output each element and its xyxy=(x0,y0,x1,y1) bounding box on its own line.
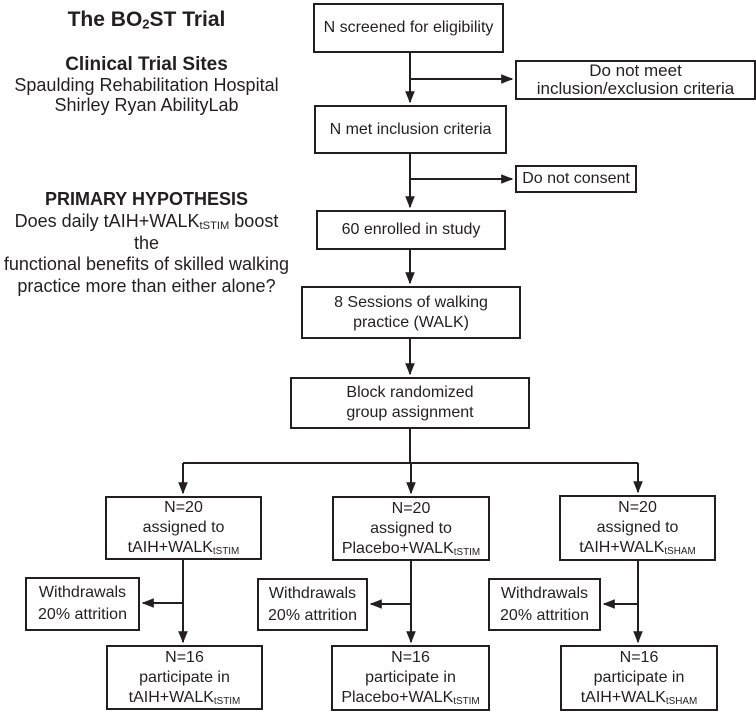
trial-title-text-end: ST Trial xyxy=(149,8,226,31)
flow-box-arm-taih-walk-tstim: N=20 assigned to tAIH+WALKtSTIM xyxy=(105,496,262,560)
outcome-n: N=16 xyxy=(165,648,204,666)
randomized-line1: Block randomized xyxy=(346,384,474,401)
hypothesis-line: Does daily tAIH+WALKtSTIM boost the xyxy=(14,211,279,253)
no-consent-label: Do not consent xyxy=(522,170,630,187)
flow-box-outcome-taih-walk-tsham: N=16 participate in tAIH+WALKtSHAM xyxy=(560,645,718,711)
outcome-n: N=16 xyxy=(391,649,430,666)
outcome-action: participate in xyxy=(593,669,685,686)
flow-box-screened-label: N screened for eligibility xyxy=(323,19,494,36)
arm-action: assigned to xyxy=(370,519,452,537)
sessions-line2: practice (WALK) xyxy=(353,313,469,331)
enrolled-label: 60 enrolled in study xyxy=(341,221,481,238)
withdrawals-line1: Withdrawals xyxy=(38,584,127,601)
arm-label: Placebo+WALKtSTIM xyxy=(341,539,481,558)
outcome-action: participate in xyxy=(365,669,456,686)
flow-box-arm-taih-walk-tsham: N=20 assigned to tAIH+WALKtSHAM xyxy=(559,495,716,561)
not-meet-line1: Do not meet xyxy=(589,61,682,80)
flow-box-not-meet-criteria: Do not meet inclusion/exclusion criteria xyxy=(515,60,756,100)
trial-title: The BO2ST Trial xyxy=(0,8,293,32)
withdrawals-line2: 20% attrition xyxy=(38,606,127,623)
flow-box-outcome-taih-walk-tstim: N=16 participate in tAIH+WALKtSTIM xyxy=(106,645,263,710)
flow-box-withdrawals-1: Withdrawals 20% attrition xyxy=(25,577,140,631)
outcome-n: N=16 xyxy=(619,649,659,666)
flow-box-walk-sessions: 8 Sessions of walking practice (WALK) xyxy=(301,286,521,339)
arm-action: assigned to xyxy=(596,519,679,536)
arm-label: tAIH+WALKtSHAM xyxy=(579,539,696,557)
arm-action: assigned to xyxy=(142,519,225,536)
arm-n: N=20 xyxy=(164,499,203,516)
outcome-label: tAIH+WALKtSHAM xyxy=(580,689,698,707)
withdrawals-line2: 20% attrition xyxy=(500,606,589,624)
sessions-line1: 8 Sessions of walking xyxy=(334,293,488,311)
flow-box-screened: N screened for eligibility xyxy=(313,3,504,53)
site-line: Shirley Ryan AbilityLab xyxy=(54,95,239,115)
flow-box-randomization: Block randomized group assignment xyxy=(290,377,530,429)
flow-box-met-label: N met inclusion criteria xyxy=(329,120,492,138)
clinical-trial-sites: Clinical Trial Sites Spaulding Rehabilit… xyxy=(0,54,293,116)
arm-label: tAIH+WALKtSTIM xyxy=(127,539,240,557)
primary-hypothesis: PRIMARY HYPOTHESIS Does daily tAIH+WALKt… xyxy=(0,188,293,297)
hypothesis-line: functional benefits of skilled walking xyxy=(3,254,290,274)
flow-box-arm-placebo-walk-tstim: N=20 assigned to Placebo+WALKtSTIM xyxy=(332,496,490,561)
withdrawals-line2: 20% attrition xyxy=(268,606,357,624)
flow-box-enrolled: 60 enrolled in study xyxy=(316,210,506,250)
flow-box-withdrawals-3: Withdrawals 20% attrition xyxy=(488,578,601,631)
trial-title-text: The BO xyxy=(67,8,143,31)
flow-box-withdrawals-2: Withdrawals 20% attrition xyxy=(257,578,368,631)
flow-box-met-criteria: N met inclusion criteria xyxy=(314,105,507,154)
outcome-label: tAIH+WALKtSTIM xyxy=(128,688,241,707)
flow-box-outcome-placebo-walk-tstim: N=16 participate in Placebo+WALKtSTIM xyxy=(331,645,490,711)
arm-n: N=20 xyxy=(618,499,657,516)
not-meet-line2: inclusion/exclusion criteria xyxy=(536,79,735,98)
outcome-action: participate in xyxy=(139,668,230,686)
arm-n: N=20 xyxy=(391,499,431,517)
site-line: Spaulding Rehabilitation Hospital xyxy=(14,75,279,95)
hypothesis-line: practice more than either alone? xyxy=(17,275,276,296)
randomized-line2: group assignment xyxy=(346,404,474,421)
withdrawals-line1: Withdrawals xyxy=(268,584,357,602)
sites-heading: Clinical Trial Sites xyxy=(65,54,228,75)
hypothesis-heading: PRIMARY HYPOTHESIS xyxy=(44,189,249,209)
trial-title-subscript: 2 xyxy=(142,16,150,32)
flow-box-no-consent: Do not consent xyxy=(515,165,637,193)
withdrawals-line1: Withdrawals xyxy=(500,584,589,602)
outcome-label: Placebo+WALKtSTIM xyxy=(341,689,480,707)
